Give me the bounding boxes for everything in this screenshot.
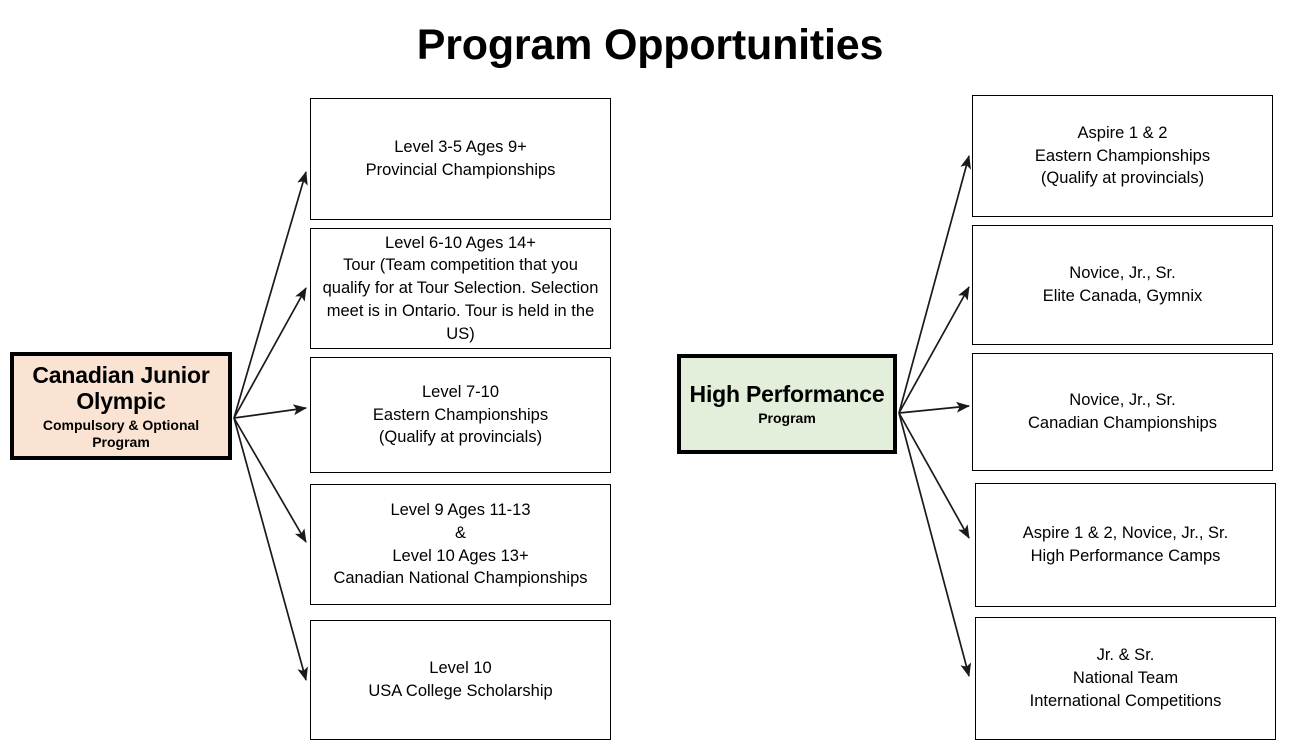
arrow-hp-to-box-5 xyxy=(898,412,972,677)
right-box-4-text: Aspire 1 & 2, Novice, Jr., Sr. High Perf… xyxy=(1022,524,1229,565)
left-box-1-text: Level 3-5 Ages 9+ Provincial Championshi… xyxy=(365,138,556,179)
page-title: Program Opportunities xyxy=(416,21,884,69)
right-box-3-text: Novice, Jr., Sr. Canadian Championships xyxy=(1028,391,1217,432)
source-subtitle-cjo: Compulsory & Optional Program xyxy=(42,416,200,450)
arrow-cjo-to-box-2 xyxy=(233,287,307,419)
arrow-hp-to-box-3 xyxy=(898,401,971,414)
right-box-2[interactable]: Novice, Jr., Sr. Elite Canada, Gymnix xyxy=(972,225,1273,345)
right-box-3[interactable]: Novice, Jr., Sr. Canadian Championships xyxy=(972,353,1273,471)
left-box-3-text: Level 7-10 Eastern Championships (Qualif… xyxy=(372,382,549,447)
arrow-hp-to-box-2 xyxy=(898,286,970,414)
left-box-2-text: Level 6-10 Ages 14+ Tour (Team competiti… xyxy=(322,233,599,343)
source-title-hp: High Performance xyxy=(689,381,885,408)
left-box-1[interactable]: Level 3-5 Ages 9+ Provincial Championshi… xyxy=(310,98,611,220)
right-box-5-text: Jr. & Sr. National Team International Co… xyxy=(1029,646,1222,710)
right-box-4[interactable]: Aspire 1 & 2, Novice, Jr., Sr. High Perf… xyxy=(975,483,1276,607)
left-box-3[interactable]: Level 7-10 Eastern Championships (Qualif… xyxy=(310,357,611,473)
source-title-cjo: Canadian Junior Olympic xyxy=(32,361,210,415)
arrow-hp-to-box-4 xyxy=(898,412,970,539)
right-box-1[interactable]: Aspire 1 & 2 Eastern Championships (Qual… xyxy=(972,95,1273,217)
right-box-2-text: Novice, Jr., Sr. Elite Canada, Gymnix xyxy=(1042,264,1203,305)
arrow-cjo-to-box-5 xyxy=(233,417,308,681)
left-box-4[interactable]: Level 9 Ages 11-13 & Level 10 Ages 13+ C… xyxy=(310,484,611,605)
right-box-5[interactable]: Jr. & Sr. National Team International Co… xyxy=(975,617,1276,740)
source-subtitle-hp: Program xyxy=(758,409,816,426)
source-box-high-performance[interactable]: High Performance Program xyxy=(677,354,897,454)
arrow-hp-to-box-1 xyxy=(898,155,971,414)
left-box-5[interactable]: Level 10 USA College Scholarship xyxy=(310,620,611,740)
left-box-4-text: Level 9 Ages 11-13 & Level 10 Ages 13+ C… xyxy=(333,500,588,588)
left-box-5-text: Level 10 USA College Scholarship xyxy=(368,659,553,700)
source-box-canadian-junior-olympic[interactable]: Canadian Junior Olympic Compulsory & Opt… xyxy=(10,352,232,460)
right-box-1-text: Aspire 1 & 2 Eastern Championships (Qual… xyxy=(1034,123,1211,188)
left-box-2[interactable]: Level 6-10 Ages 14+ Tour (Team competiti… xyxy=(310,228,611,349)
arrow-cjo-to-box-3 xyxy=(233,404,308,419)
arrow-cjo-to-box-1 xyxy=(233,171,308,419)
arrow-cjo-to-box-4 xyxy=(233,417,307,543)
